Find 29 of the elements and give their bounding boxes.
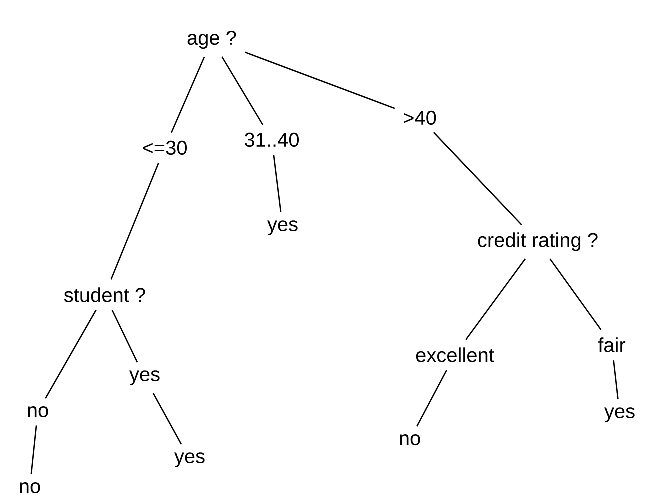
tree-label: credit rating ? [478, 232, 598, 252]
tree-branch [222, 56, 264, 126]
tree-label: yes [129, 370, 160, 386]
tree-branch [110, 162, 160, 280]
tree-branch [416, 370, 448, 427]
tree-label: >40 [404, 110, 436, 126]
tree-branch [244, 52, 396, 110]
tree-branch [550, 258, 602, 330]
tree-label: age ? [188, 30, 236, 50]
tree-branch [273, 155, 282, 212]
tree-label: 31..40 [244, 132, 299, 148]
tree-branch [112, 310, 138, 363]
tree-branch [30, 426, 38, 474]
tree-label: yes [174, 452, 205, 468]
tree-branch [45, 310, 97, 399]
tree-branch [613, 360, 619, 400]
tree-label: no [20, 482, 40, 494]
tree-label: no [28, 406, 48, 418]
tree-label: yes [604, 408, 635, 422]
tree-label: student ? [64, 288, 146, 302]
tree-label: excellent [416, 348, 494, 362]
tree-branch [466, 258, 526, 340]
tree-label: fair [598, 338, 626, 352]
tree-label: yes [267, 220, 298, 236]
tree-label: no [400, 434, 420, 446]
tree-branch [152, 393, 182, 445]
tree-label: <=30 [143, 140, 187, 156]
tree-branch [433, 132, 522, 226]
tree-branch [170, 56, 206, 134]
